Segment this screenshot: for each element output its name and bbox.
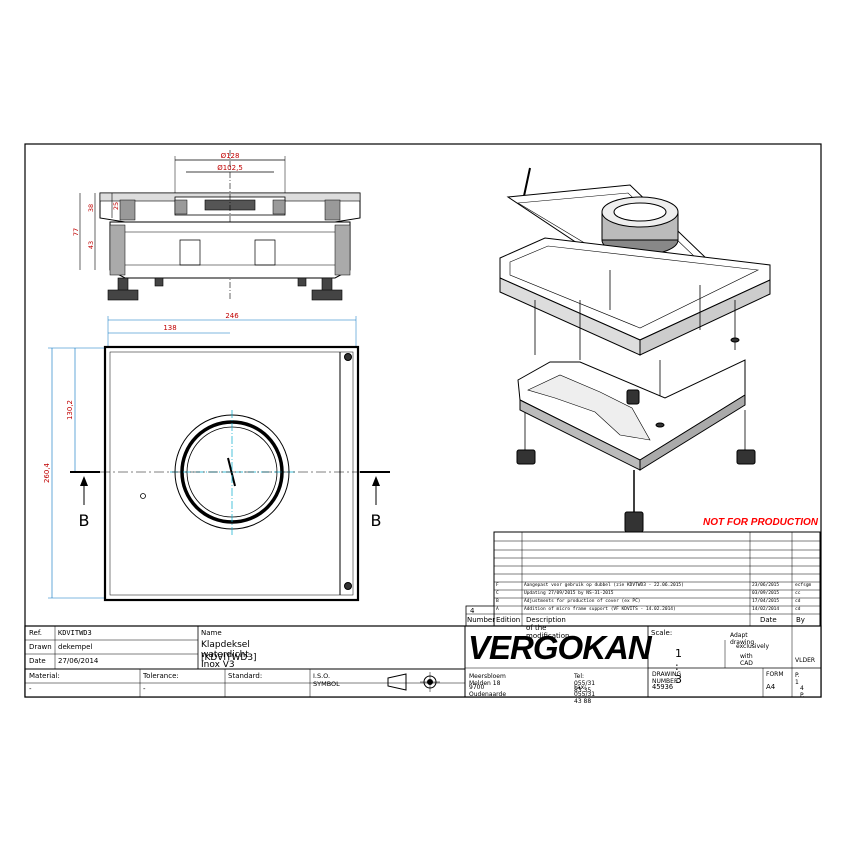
form-label: FORM (766, 671, 784, 678)
rev-by: ecfsgm (795, 583, 812, 588)
telephone: Tel: 055/31 83 35 (574, 673, 596, 694)
rev-by: cd (795, 599, 801, 604)
rev-date: 03/09/2015 (752, 591, 780, 596)
dim-plan-half-height: 130,2 (66, 400, 74, 420)
dim-height-rim: 25 (112, 202, 120, 210)
iso-symbol-label: I.S.O. SYMBOL (313, 672, 340, 688)
company-logo: VERGOKAN (468, 629, 652, 666)
scale-label: Scale: (651, 629, 673, 637)
scale-value: 1 : 3 (675, 647, 682, 686)
side-section-view: Ø128 Ø102,5 77 38 (72, 150, 361, 301)
date-value: 27/06/2014 (58, 657, 99, 665)
ref-label: Ref. (29, 629, 43, 637)
rev-desc: Addition of micro frame support (VF KDVI… (524, 607, 676, 612)
material-label: Material: (29, 672, 60, 680)
isometric-exploded-view (499, 167, 771, 533)
revision-count: 4 (470, 607, 475, 615)
drawn-label: Drawn (29, 643, 52, 651)
vlder-label: VLDER (795, 657, 816, 664)
rev-date: 23/06/2015 (752, 583, 780, 588)
header-by: By (796, 616, 805, 624)
page-total: 4 P. (800, 685, 805, 699)
drawn-value: dekempel (58, 643, 93, 651)
dim-plan-half-width: 138 (163, 324, 176, 332)
cad-note-3: with CAD (740, 653, 753, 667)
dim-plan-width: 246 (225, 312, 239, 320)
section-mark-left: B (79, 511, 90, 530)
dim-plan-height: 260,4 (43, 462, 51, 483)
tolerance-label: Tolerance: (143, 672, 179, 680)
rev-desc: Aangepast voor gebruik op dubbel (zie KD… (524, 583, 684, 588)
cad-note-2: exclusively (736, 643, 770, 650)
rev-date: 17/04/2015 (752, 599, 780, 604)
section-mark-right: B (371, 511, 382, 530)
form-value: A4 (766, 683, 776, 691)
part-code: [KDVITWD3] (201, 653, 257, 663)
page-number: P. 1 (795, 672, 800, 686)
title-block (24, 625, 822, 698)
dim-height-lid: 38 (87, 204, 95, 212)
material-value: - (29, 685, 32, 693)
dim-height-box: 43 (87, 241, 95, 249)
not-for-production-label: NOT FOR PRODUCTION (703, 517, 819, 528)
header-description: Description of the modification (526, 616, 570, 640)
iso-projection-icon (387, 672, 440, 692)
rev-id: B (496, 599, 499, 604)
address-line-1: Meersbloem Melden 18 (469, 673, 506, 687)
rev-by: cd (795, 607, 801, 612)
rev-id: F (496, 583, 499, 588)
header-date: Date (760, 616, 777, 624)
rev-desc: Adjustments for production of cover (ex … (524, 599, 641, 604)
date-label: Date (29, 657, 46, 665)
header-number: Number (467, 616, 496, 624)
drawing-number: 45936 (652, 683, 674, 691)
name-label: Name (201, 629, 222, 637)
address-line-2: 9700 Oudenaarde (469, 684, 507, 698)
plan-view: 246 138 260,4 130,2 B B (43, 312, 390, 602)
fax: Fax: 055/31 43 88 (574, 684, 596, 705)
rev-id: C (496, 591, 499, 596)
standard-label: Standard: (228, 672, 263, 680)
revision-table (465, 531, 821, 627)
header-edition: Edition (496, 616, 521, 624)
drawing-number-label: DRAWING NUMBER (652, 671, 682, 685)
rev-by: cc (795, 591, 801, 596)
tolerance-value: - (143, 685, 146, 693)
rev-id: A (496, 607, 499, 612)
rev-desc: Updating 27/09/2015 by NS-31-2015 (524, 591, 614, 596)
ref-value: KDVITWD3 (58, 629, 92, 637)
rev-date: 14/02/2014 (752, 607, 780, 612)
dim-height-total: 77 (72, 228, 80, 236)
dim-inner-diameter: Ø102,5 (217, 164, 243, 172)
part-name: Klapdeksel waterdicht Inox V3 (201, 640, 250, 670)
cad-note-1: Adapt drawing (730, 632, 755, 646)
